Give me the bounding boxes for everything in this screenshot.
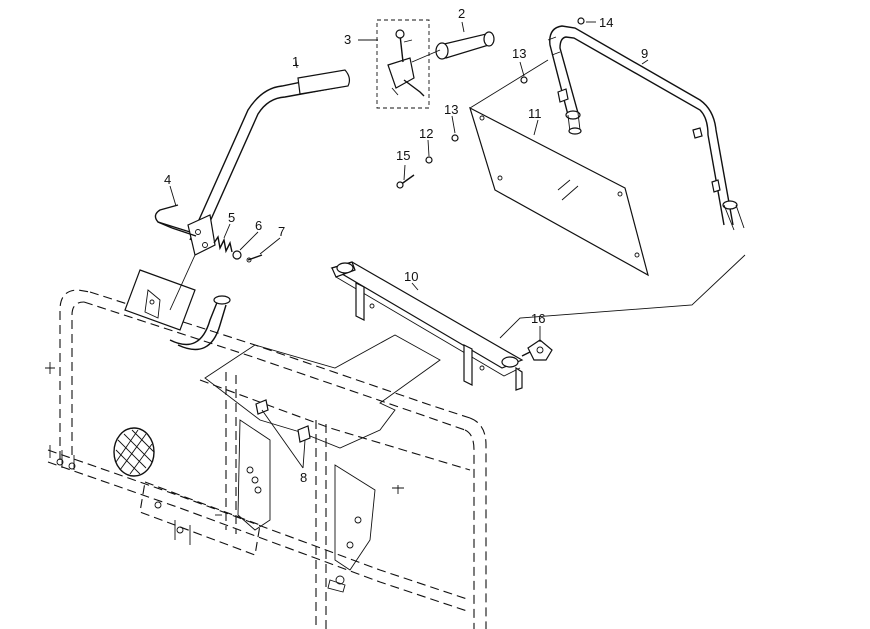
callout-12: 12 xyxy=(419,126,433,141)
callout-7: 7 xyxy=(278,224,285,239)
callout-6: 6 xyxy=(255,218,262,233)
callout-8: 8 xyxy=(300,470,307,485)
seat-bracket xyxy=(124,269,231,351)
vent-grille xyxy=(113,427,155,477)
callout-leaders xyxy=(169,21,649,469)
callout-3: 3 xyxy=(344,32,351,47)
callout-13-upper: 13 xyxy=(512,46,526,61)
part-1-lever-handle xyxy=(187,69,351,256)
callout-11: 11 xyxy=(528,106,542,121)
machine-frame xyxy=(45,289,487,629)
callout-2: 2 xyxy=(458,6,465,21)
part-16-knob xyxy=(521,339,553,361)
callout-1: 1 xyxy=(292,54,299,69)
callout-16: 16 xyxy=(531,311,545,326)
part-9-roll-bar xyxy=(547,25,745,231)
part-8-bolts xyxy=(255,399,311,443)
floor-plate-outline xyxy=(204,334,441,449)
part-7-cotter-pin xyxy=(246,254,263,263)
part-15-bolt xyxy=(396,174,415,189)
part-13-nut-lower xyxy=(451,134,459,142)
part-14-nut xyxy=(577,17,585,25)
part-4-pin xyxy=(154,204,197,237)
callout-10: 10 xyxy=(404,269,418,284)
part-6-washer xyxy=(232,250,242,260)
part-5-spring xyxy=(213,235,233,254)
callout-4: 4 xyxy=(164,172,171,187)
callout-14: 14 xyxy=(599,15,613,30)
part-3-latch-assembly xyxy=(376,19,430,109)
callout-15: 15 xyxy=(396,148,410,163)
part-12-washer xyxy=(425,156,433,164)
callout-9: 9 xyxy=(641,46,648,61)
part-11-window-panel xyxy=(469,106,649,277)
callout-5: 5 xyxy=(228,210,235,225)
part-2-grip xyxy=(435,31,495,60)
callout-labels: 1 2 3 4 5 6 7 8 9 10 11 12 13 13 14 15 1… xyxy=(164,6,648,485)
part-10-cross-bar xyxy=(330,261,524,391)
callout-13-lower: 13 xyxy=(444,102,458,117)
part-13-nut-upper xyxy=(520,76,528,84)
